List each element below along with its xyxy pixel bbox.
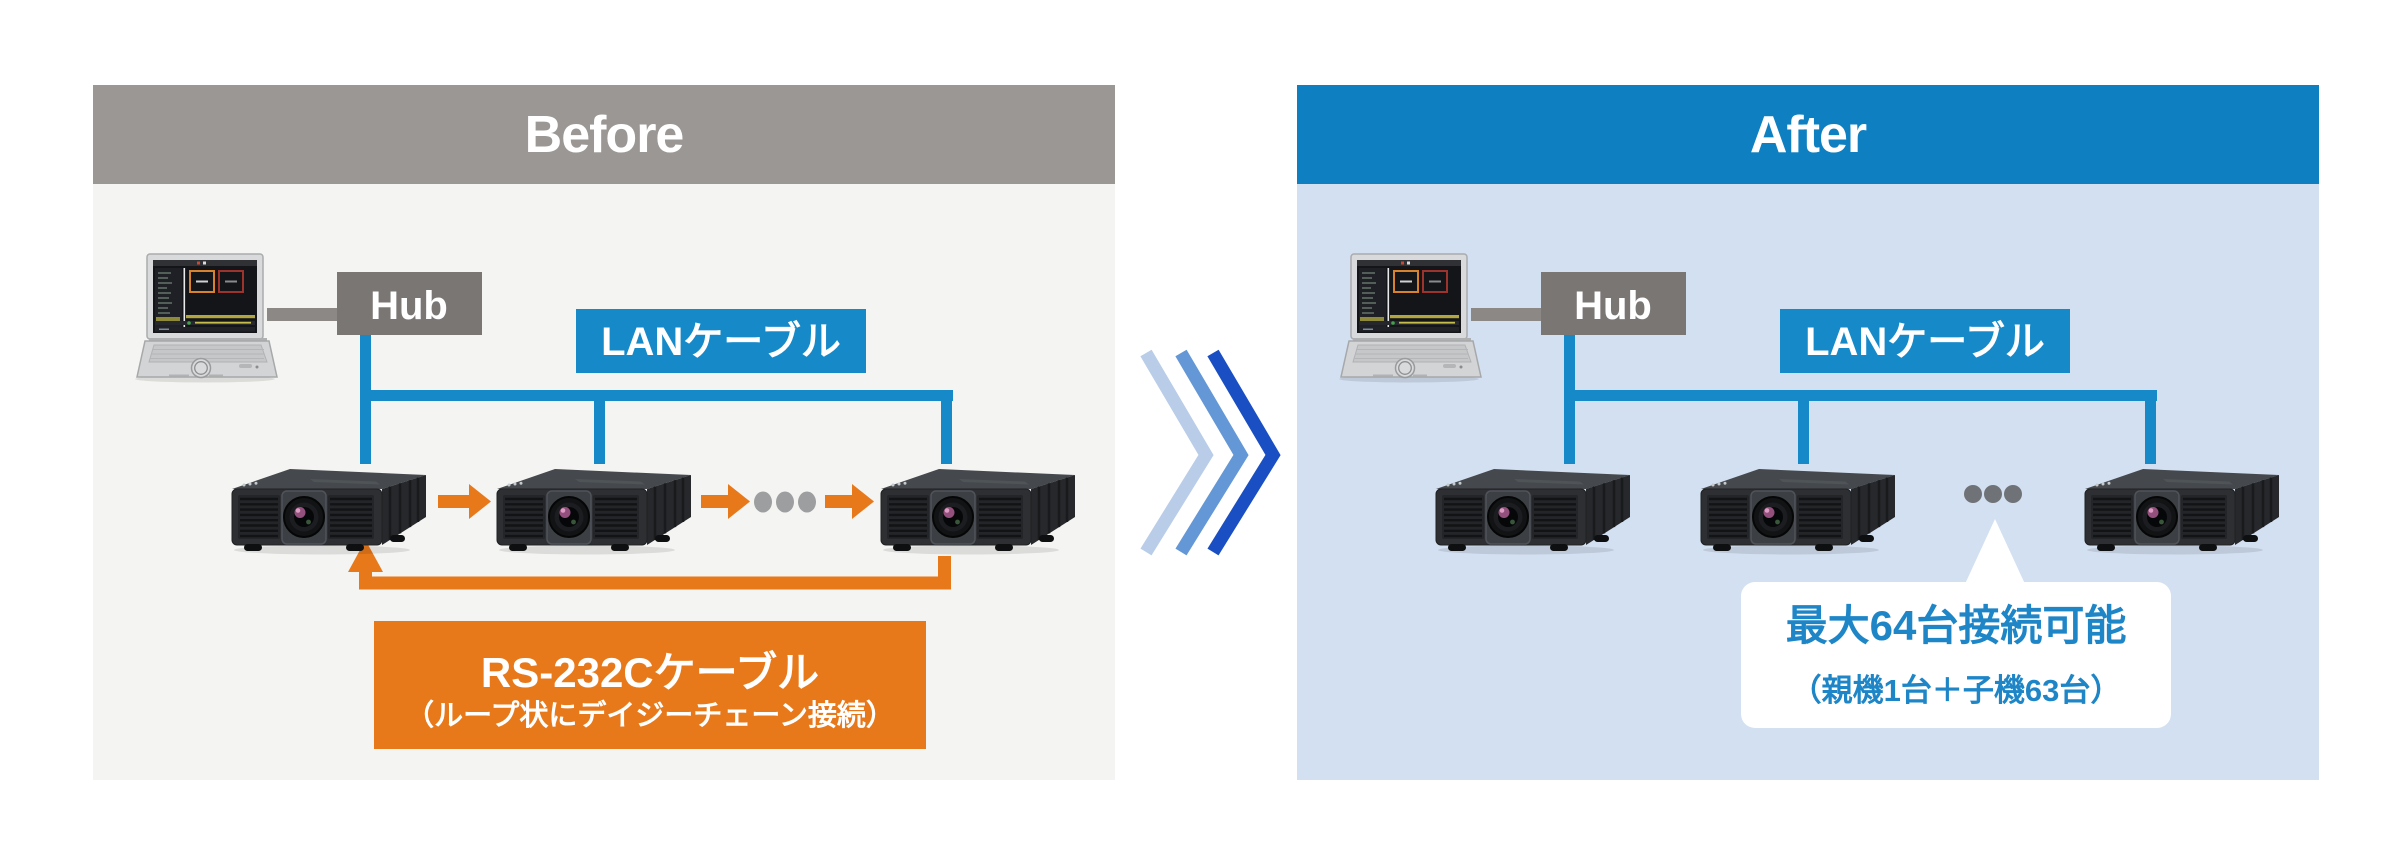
projector-icon — [1434, 467, 1632, 556]
lan-label: LANケーブル — [1805, 319, 2045, 364]
before-body: Hub — [93, 184, 1115, 780]
rs232c-note: （ループ状にデイジーチェーン接続） — [405, 698, 895, 732]
after-body: Hub LANケーブル — [1297, 184, 2319, 780]
hub-box — [337, 272, 482, 335]
hub-box — [1541, 272, 1686, 335]
lan-label: LANケーブル — [601, 319, 841, 364]
hub-label: Hub — [370, 284, 448, 328]
bubble-note: （親機1台＋子機63台） — [1791, 673, 2122, 708]
lan-label-box — [576, 309, 866, 373]
ellipsis-dots-icon — [754, 491, 816, 513]
daisy-chain-arrow-icons — [438, 484, 874, 519]
before-header: Before — [93, 85, 1115, 184]
bubble-title: 最大64台接続可能 — [1786, 602, 2127, 649]
laptop-hub-cable — [1471, 308, 1543, 321]
projector-icon — [1699, 467, 1897, 556]
rs232c-label-box — [374, 621, 926, 749]
ellipsis-dots-icon — [1964, 485, 2022, 503]
laptop-icon — [1338, 253, 1482, 384]
before-diagram: Hub — [134, 253, 1077, 749]
hub-label: Hub — [1574, 284, 1652, 328]
lan-label-box — [1780, 309, 2070, 373]
before-title: Before — [524, 105, 685, 164]
panel-after: After Hub — [1297, 85, 2319, 780]
laptop-icon — [134, 253, 278, 384]
projector-icon — [495, 467, 693, 556]
panel-before: Before Hub — [93, 85, 1115, 780]
lan-cable-lines — [360, 335, 953, 464]
after-header: After — [1297, 85, 2319, 184]
transition-chevrons-icon — [1140, 349, 1281, 556]
speech-bubble: 最大64台接続可能 （親機1台＋子機63台） — [1741, 519, 2171, 728]
projector-icon — [230, 467, 428, 556]
after-diagram: Hub LANケーブル — [1338, 253, 2281, 728]
projector-icon — [2083, 467, 2281, 556]
laptop-hub-cable — [267, 308, 339, 321]
loop-cable-icon — [348, 540, 951, 590]
rs232c-label: RS-232Cケーブル — [481, 649, 819, 696]
projector-icon — [879, 467, 1077, 556]
after-title: After — [1749, 105, 1867, 164]
lan-cable-lines — [1564, 335, 2157, 464]
